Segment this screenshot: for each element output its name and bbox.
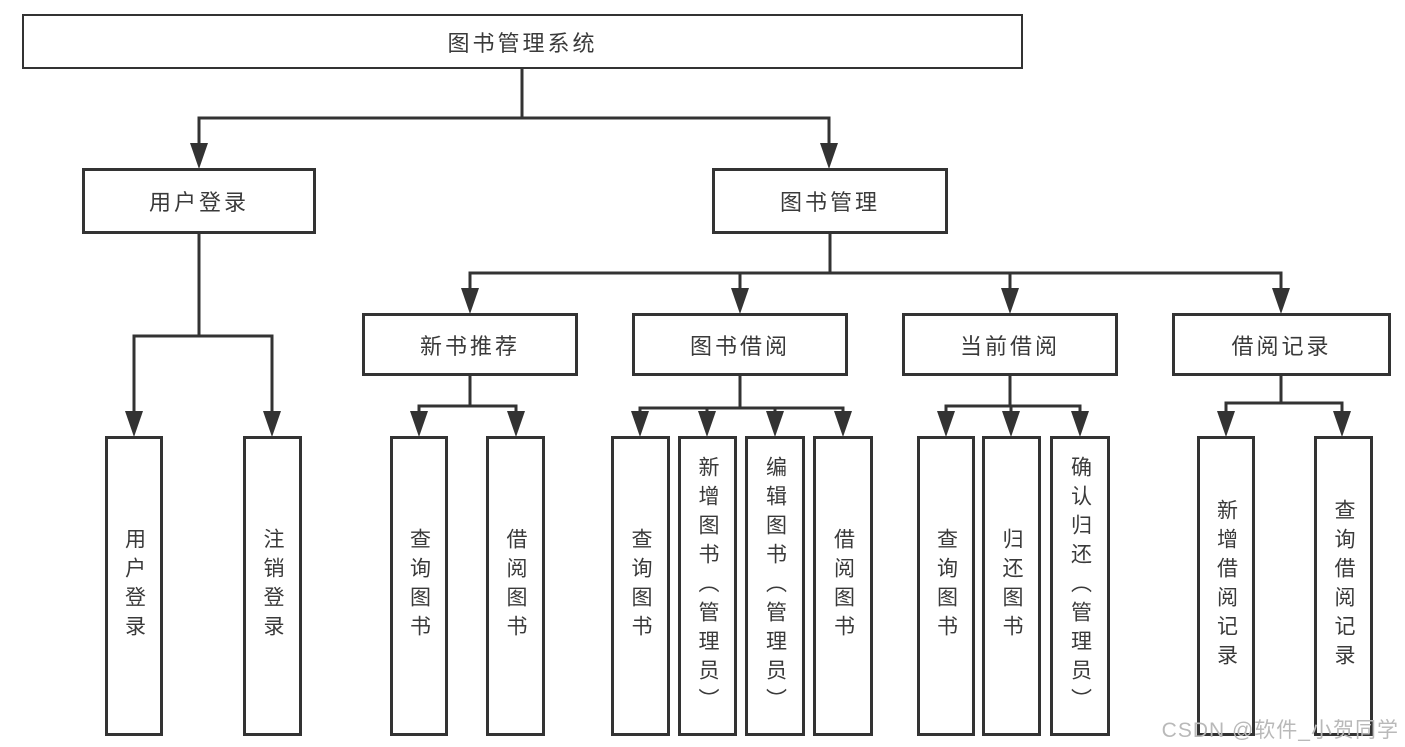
arrowhead-icon	[125, 411, 143, 437]
node-borrow-records: 借阅记录	[1172, 313, 1391, 376]
arrowhead-icon	[1071, 411, 1089, 437]
arrowhead-icon	[263, 411, 281, 437]
arrowhead-icon	[1272, 288, 1290, 314]
node-leaf-logout: 注销登录	[243, 436, 302, 736]
arrowhead-icon	[766, 411, 784, 437]
connector-new-book-rec-children	[410, 376, 525, 437]
node-user-login: 用户登录	[82, 168, 316, 234]
arrowhead-icon	[461, 288, 479, 314]
node-new-book-recommend: 新书推荐	[362, 313, 578, 376]
arrowhead-icon	[937, 411, 955, 437]
arrowhead-icon	[1217, 411, 1235, 437]
watermark: CSDN @软件_小贺同学	[1161, 719, 1399, 742]
node-book-borrowing: 图书借阅	[632, 313, 848, 376]
connector-book-borrow-children	[631, 376, 852, 437]
node-leaf-borrow-books-rec: 借阅图书	[486, 436, 545, 736]
arrowhead-icon	[410, 411, 428, 437]
connector-book-mgmt-children	[461, 234, 1290, 314]
node-current-borrowing: 当前借阅	[902, 313, 1118, 376]
arrowhead-icon	[731, 288, 749, 314]
arrowhead-icon	[1333, 411, 1351, 437]
arrowhead-icon	[834, 411, 852, 437]
connector-current-borrow-children	[937, 376, 1089, 437]
node-leaf-add-borrow-record: 新增借阅记录	[1197, 436, 1255, 736]
arrowhead-icon	[631, 411, 649, 437]
connector-borrow-records-children	[1217, 376, 1351, 437]
node-library-system: 图书管理系统	[22, 14, 1023, 69]
node-leaf-edit-books-admin: 编辑图书（管理员）	[745, 436, 805, 736]
node-leaf-query-books-rec: 查询图书	[390, 436, 448, 736]
node-leaf-query-books-bb: 查询图书	[611, 436, 670, 736]
arrowhead-icon	[820, 143, 838, 169]
connector-user-login-children	[125, 234, 281, 437]
arrowhead-icon	[1001, 288, 1019, 314]
arrowhead-icon	[190, 143, 208, 169]
node-leaf-query-borrow-record: 查询借阅记录	[1314, 436, 1373, 736]
node-leaf-confirm-return-admin: 确认归还（管理员）	[1050, 436, 1110, 736]
node-leaf-return-books: 归还图书	[982, 436, 1041, 736]
node-leaf-user-login: 用户登录	[105, 436, 163, 736]
node-leaf-add-books-admin: 新增图书（管理员）	[678, 436, 737, 736]
node-leaf-borrow-books-bb: 借阅图书	[813, 436, 873, 736]
node-leaf-query-books-cb: 查询图书	[917, 436, 975, 736]
node-book-management: 图书管理	[712, 168, 948, 234]
connector-root-children	[190, 68, 838, 169]
arrowhead-icon	[1002, 411, 1020, 437]
arrowhead-icon	[507, 411, 525, 437]
arrowhead-icon	[698, 411, 716, 437]
